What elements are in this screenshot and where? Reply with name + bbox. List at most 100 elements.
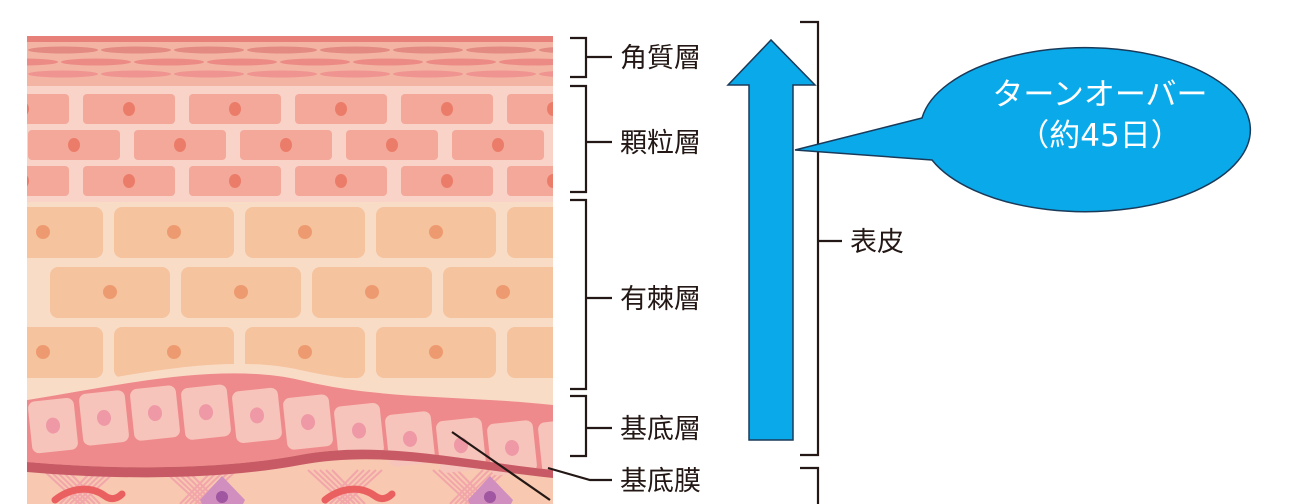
corneum-cell bbox=[426, 58, 496, 66]
basal-cell bbox=[232, 387, 282, 443]
melanocyte-nucleus bbox=[484, 491, 496, 503]
granular-cell-nucleus bbox=[123, 102, 135, 116]
corneum-cell bbox=[28, 46, 98, 54]
collagen-fiber bbox=[42, 469, 81, 504]
basal-cell-nucleus bbox=[45, 417, 61, 434]
corneum-cell bbox=[280, 58, 350, 66]
corneum-cell bbox=[320, 70, 390, 78]
basal-cell-nucleus bbox=[300, 414, 316, 431]
corneum-cells bbox=[27, 46, 553, 78]
basal-cell bbox=[130, 385, 180, 441]
bracket-spinous bbox=[570, 198, 588, 391]
corneum-cell bbox=[247, 70, 317, 78]
granular-cell-nucleus bbox=[174, 138, 186, 152]
collagen-fiber bbox=[438, 469, 476, 504]
spinous-cell-nucleus bbox=[365, 285, 379, 299]
spinous-cell-nucleus bbox=[234, 285, 248, 299]
collagen-fiber bbox=[449, 469, 484, 504]
granular-cell-nucleus bbox=[547, 174, 553, 188]
spinous-bottom-edge bbox=[27, 363, 553, 404]
corneum-top-stripe bbox=[27, 36, 553, 42]
spinous-cell-nucleus bbox=[103, 285, 117, 299]
basal-cell bbox=[28, 398, 78, 454]
granular-cell-nucleus bbox=[335, 102, 347, 116]
granular-cell-nucleus bbox=[27, 103, 29, 115]
melanocyte-nucleus bbox=[216, 491, 228, 503]
skin-illustration bbox=[0, 36, 610, 504]
collagen-fiber bbox=[189, 469, 226, 504]
granular-cell bbox=[507, 94, 553, 124]
granular-cell-nucleus bbox=[229, 174, 241, 188]
spinous-cell bbox=[507, 327, 553, 378]
corneum-cell bbox=[134, 58, 204, 66]
collagen-fiber bbox=[313, 469, 351, 504]
corneum-cell bbox=[27, 58, 58, 66]
bracket-granular bbox=[570, 84, 588, 194]
fibroblast bbox=[321, 485, 396, 504]
bubble-duration: （約45日） bbox=[1018, 118, 1181, 154]
collagen-fiber bbox=[432, 469, 471, 504]
collagen-fiber bbox=[48, 469, 86, 504]
basal-cell-leader-line bbox=[451, 431, 551, 501]
granular-cell bbox=[27, 166, 69, 196]
spinous-cell-nucleus bbox=[36, 345, 50, 359]
corneum-cell bbox=[499, 58, 553, 66]
granular-cell-nucleus bbox=[229, 102, 241, 116]
corneum-cell bbox=[101, 70, 171, 78]
basal-cell bbox=[334, 402, 384, 459]
granular-cell bbox=[0, 130, 14, 160]
granular-cell-nucleus bbox=[68, 138, 80, 152]
basal-cell-nucleus bbox=[249, 407, 265, 424]
spinous-cell-nucleus bbox=[496, 285, 510, 299]
turnover-bubble: ターンオーバー （約45日） bbox=[794, 46, 1252, 213]
collagen-fiber bbox=[319, 469, 356, 504]
turnover-arrow bbox=[726, 38, 817, 441]
corneum-cell bbox=[101, 46, 171, 54]
bracket-corneum bbox=[570, 36, 588, 79]
corneum-cell bbox=[28, 70, 98, 78]
basal-cell bbox=[487, 420, 537, 476]
granular-cell-nucleus bbox=[386, 138, 398, 152]
melanocyte bbox=[468, 476, 513, 504]
spinous-cell-nucleus bbox=[167, 225, 181, 239]
corneum-cell bbox=[539, 71, 553, 77]
label-membrane: 基底膜 bbox=[620, 466, 701, 497]
collagen-fiber bbox=[184, 469, 220, 504]
collagen-fiber bbox=[325, 469, 361, 504]
collagen-fiber bbox=[459, 469, 496, 504]
corneum-cell bbox=[393, 46, 463, 54]
bubble-title: ターンオーバー bbox=[992, 77, 1207, 113]
basal-cell-nucleus bbox=[147, 405, 163, 422]
spinous-cell-nucleus bbox=[298, 345, 312, 359]
basal-cell-nucleus bbox=[555, 438, 571, 455]
spinous-cell-nucleus bbox=[560, 225, 574, 239]
granular-cells bbox=[0, 94, 610, 196]
layer-brackets bbox=[570, 36, 612, 458]
label-corneum: 角質層 bbox=[620, 43, 701, 74]
membrane-leader-line bbox=[547, 466, 612, 482]
spinous-cell-nucleus bbox=[429, 345, 443, 359]
label-granular: 顆粒層 bbox=[620, 128, 701, 159]
basal-cell-nucleus bbox=[402, 430, 418, 447]
basal-cell-body bbox=[538, 418, 553, 475]
granular-cell-nucleus bbox=[335, 174, 347, 188]
corneum-cell bbox=[174, 70, 244, 78]
basal-cell bbox=[181, 384, 231, 440]
granular-cell-nucleus bbox=[598, 138, 610, 152]
spinous-cell-nucleus bbox=[167, 345, 181, 359]
fibroblast bbox=[51, 485, 126, 504]
corneum-cell bbox=[539, 47, 553, 53]
bubble-shape bbox=[794, 46, 1252, 213]
collagen-fiber bbox=[54, 469, 91, 504]
corneum-cell bbox=[61, 58, 131, 66]
corneum-cell bbox=[393, 70, 463, 78]
collagen-fiber bbox=[454, 469, 490, 504]
granular-cell-nucleus bbox=[441, 174, 453, 188]
collagen-fiber bbox=[307, 469, 346, 504]
spinous-cell-nucleus bbox=[36, 225, 50, 239]
basal-cell-nucleus bbox=[198, 404, 214, 421]
corneum-cell bbox=[466, 46, 536, 54]
melanocyte bbox=[200, 476, 245, 504]
basal-cell bbox=[538, 418, 571, 475]
